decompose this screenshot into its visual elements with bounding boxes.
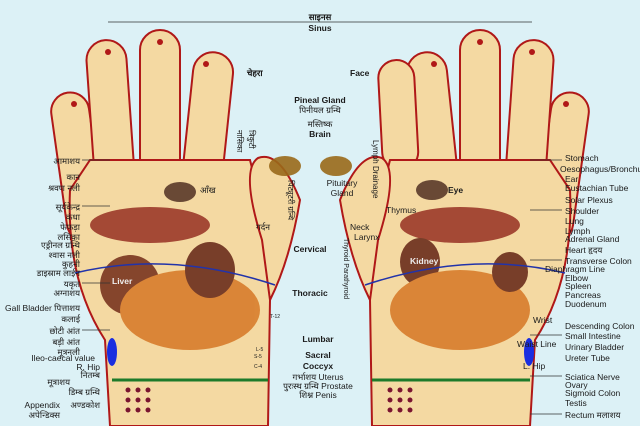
right-label-item: Diaphragm Line [545,264,606,274]
left-label-item: कंधा [66,212,80,222]
right-label-item: Transverse Colon [565,256,632,266]
left-label-item: श्वास नली [48,250,80,260]
right-label-item: Heart हृदय [565,245,603,255]
eye-hindi: आँख [200,185,216,195]
kidney-label: Kidney [410,256,439,266]
pituitary-hindi: पिट्यूटरी ग्रन्थि [286,180,295,221]
left-label-item: Ileo-caecal value [31,353,95,363]
sacral-label: Sacral [305,350,331,360]
l5-label: L-5 [256,347,264,353]
left-label-item: बड़ी आंत [52,337,81,347]
sinus-hindi: साइनस [308,12,332,22]
left-label-item: छोटी आंत [49,326,80,336]
left-label-item: एड्रीनल ग्रन्थि [41,240,80,250]
right-label-item: Shoulder [565,206,600,216]
right-label-item: Solar Plexus [565,195,613,205]
pineal-label: Pineal Gland [294,95,346,105]
leader-lines [82,21,562,415]
uterus-label: गर्भाशय Uterus [292,372,344,382]
left-label-item: मूत्राशय [47,377,70,387]
right-label-item: Stomach [565,153,599,163]
right-label-item: Pancreas [565,290,601,300]
fingertip-dots [71,39,569,107]
right-label-item: Elbow [565,273,589,283]
trikuti-hindi: त्रिकुटी [247,130,256,149]
sinus-label: Sinus [308,23,332,33]
right-label-item: Duodenum [565,299,607,309]
liver-label: Liver [112,276,133,286]
right-label-item: Spleen [565,281,592,291]
right-label-item: Ovary [565,380,588,390]
right-label-item: Testis [565,398,587,408]
c4-label: C-4 [254,364,263,370]
left-label-item: लसिका [57,232,80,242]
left-label-item: Appendix [24,400,60,410]
left-label-item: आमाशय [53,156,80,166]
left-label-item: R. Hip [76,362,100,372]
pituitary-label: Pituitary Gland [326,178,358,198]
left-label-item: कान [66,172,80,182]
right-label-item: Adrenal Gland [565,234,620,244]
s5-label: S-5 [254,354,262,360]
right-label-item: Oesophagus/Bronchus [560,164,640,174]
cervical-label: Cervical [293,244,327,254]
waist-markers [107,338,534,366]
right-label-item: Waist Line [517,339,557,349]
prostate-label: पुरःस्थ ग्रन्थि Prostate [283,381,353,391]
reflex-dots [125,387,413,413]
right-label-item: Rectum मलाशय [565,410,621,420]
left-label-item: डाइस्राम लाईन [36,268,80,278]
left-label-item: डिम्ब ग्रन्थि [68,387,100,397]
left-label-item: Gall Bladder पित्ताशय [5,303,80,313]
eye-label: Eye [448,185,464,195]
right-label-item: Ear [565,174,579,184]
left-label-item: सूर्यकेन्द्र [55,202,80,212]
thoracic-label: Thoracic [292,288,328,298]
neck-label: Neck [350,222,370,232]
larynx-label: Larynx [354,232,380,242]
organs [90,156,530,350]
right-label-item: L. Hip [523,361,546,371]
left-label-item: श्रवण नली [48,183,80,193]
left-label-item: अग्नाशय [53,288,80,298]
coccyx-label: Coccyx [302,361,334,371]
pineal-hindi: पिनीयल ग्रन्थि [299,105,341,115]
right-label-item: Ureter Tube [565,353,610,363]
face-hindi: चेहरा [247,68,263,78]
brain-label: Brain [309,129,331,139]
right-label-item: Urinary Bladder [565,342,625,352]
right-label-item: Lung [565,216,584,226]
lumbar-label: Lumbar [302,334,334,344]
penis-label: शिश्न Penis [299,390,337,400]
neck-hindi: गर्दन [256,222,271,232]
lymph-drainage-label: Lymph Drainage [371,140,380,199]
left-label-item: कलाई [61,314,80,324]
thyroid-label: Thyroid Parathyroid [342,238,349,300]
diaphragm-lines [74,263,566,286]
left-label-item: मूत्रनली [57,347,80,357]
left-label-item: यकृत [63,279,80,289]
left-label-item: कुहनी [62,259,80,269]
right-label-item: Eustachian Tube [565,183,629,193]
left-label-item: फेफड़ा [60,222,80,232]
right-label-item: Sigmoid Colon [565,388,621,398]
nose-hindi: नासिका [235,130,244,153]
right-label-item: Descending Colon [565,321,635,331]
brain-hindi: मस्तिष्क [307,119,333,129]
right-label-item: Wrist [533,315,553,325]
left-label-item: नितम्ब [80,370,100,380]
face-label: Face [350,68,370,78]
right-label-item: Sciatica Nerve [565,372,620,382]
left-label-item: अपेन्डिक्स [28,410,60,420]
thymus-label: Thymus [386,205,417,215]
left-label-item: अण्डकोश [70,400,100,410]
t12-label: T-12 [270,314,281,320]
right-label-item: Small Intestine [565,331,621,341]
right-label-item: Lymph [565,226,591,236]
